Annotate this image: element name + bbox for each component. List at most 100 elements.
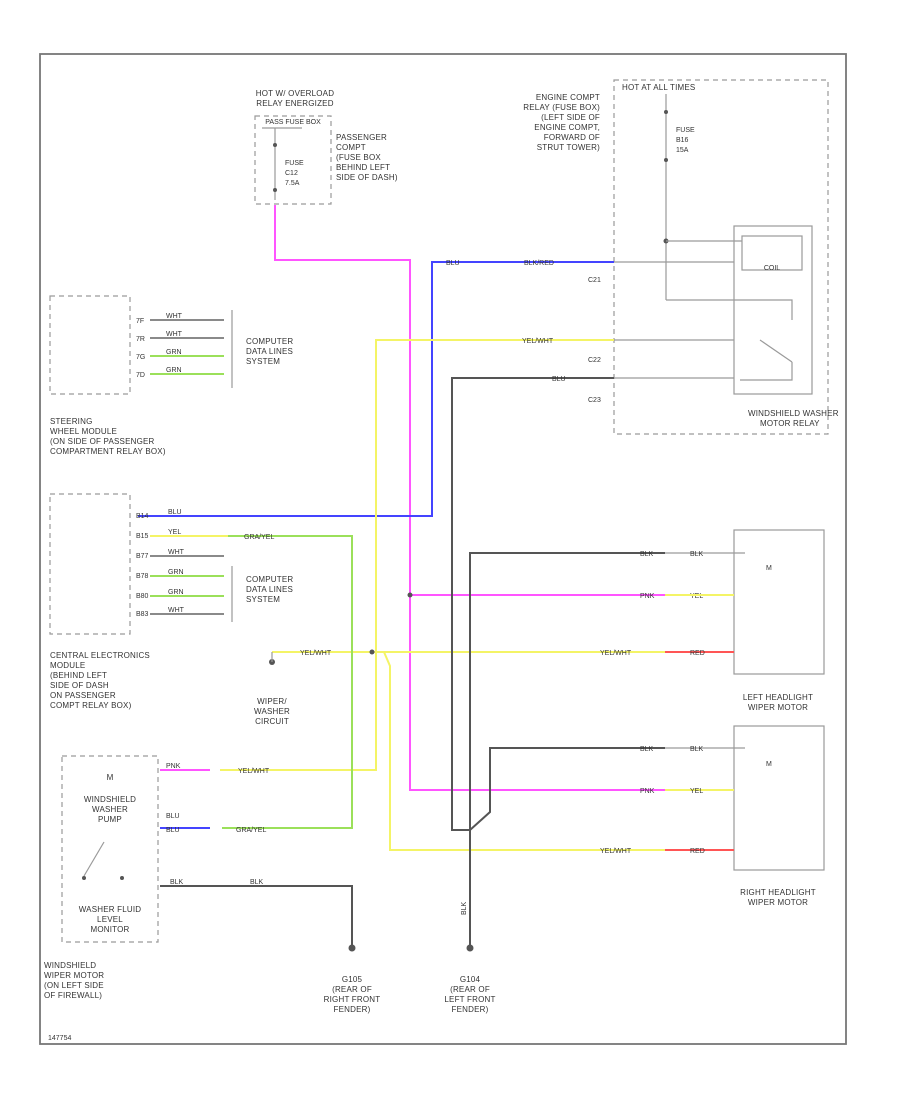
steering-module-wire-labels: WHT WHT GRN GRN [166, 313, 183, 374]
fluid-level-line-3: MONITOR [90, 925, 129, 934]
left-hl-out-black: BLK [690, 551, 704, 558]
blue-wire-label-left: BLU [446, 260, 460, 267]
hot-overload-label: HOT W/ OVERLOAD RELAY ENERGIZED [256, 89, 334, 108]
washer-pump-motor-symbol: M [107, 773, 114, 782]
sw-wire-label-3: GRN [166, 349, 182, 356]
engine-box-line-6: STRUT TOWER) [537, 143, 600, 152]
engine-relay-box-label: ENGINE COMPT RELAY (FUSE BOX) (LEFT SIDE… [523, 93, 600, 152]
engine-box-line-5: FORWARD OF [544, 133, 600, 142]
pump-black-wire [160, 885, 353, 948]
fuse-c12-contact-bottom [273, 188, 277, 192]
fuse-c12-contact-top [273, 143, 277, 147]
ground-g105-label: G105 (REAR OF RIGHT FRONT FENDER) [324, 975, 381, 1014]
left-headlight-motor-outline [733, 529, 825, 675]
cem-cdl-2: DATA LINES [246, 585, 293, 594]
cem-pin-6: B83 [136, 611, 149, 618]
cem-pins: B14 B15 B77 B78 B80 B83 [136, 513, 149, 618]
washer-relay-label-1: WINDSHIELD WASHER [748, 409, 839, 418]
pink-splice [407, 592, 413, 598]
left-hl-pink-label: PNK [640, 593, 655, 600]
ground-g105-point [348, 944, 356, 952]
sw-cdl-2: DATA LINES [246, 347, 293, 356]
conn-c22: C22 [588, 357, 601, 364]
washer-pump-label-1: WINDSHIELD [84, 795, 136, 804]
cem-pin-2: B15 [136, 533, 149, 540]
pump-pink-label: PNK [166, 763, 181, 770]
wiper-motor-label: WINDSHIELD WIPER MOTOR (ON LEFT SIDE OF … [44, 961, 104, 1000]
fuse-c12-line-2: C12 [285, 170, 298, 177]
g105-line-3: RIGHT FRONT [324, 995, 381, 1004]
right-headlight-label: RIGHT HEADLIGHT WIPER MOTOR [740, 888, 816, 907]
wiper-circuit-line-3: CIRCUIT [255, 717, 289, 726]
steering-module-outline [49, 295, 131, 395]
g104-line-4: FENDER) [452, 1005, 489, 1014]
fluid-level-switch [83, 841, 105, 877]
cem-outline [49, 493, 131, 635]
steering-module-label: STEERING WHEEL MODULE (ON SIDE OF PASSEN… [50, 417, 166, 456]
cem-label-1: CENTRAL ELECTRONICS [50, 651, 150, 660]
right-hl-label-2: WIPER MOTOR [748, 898, 808, 907]
left-hl-motor-symbol: M [766, 565, 772, 572]
footer-id: 147754 [48, 1035, 71, 1042]
engine-box-line-1: ENGINE COMPT [536, 93, 600, 102]
cem-label-5: ON PASSENGER [50, 691, 116, 700]
pass-fuse-loc-3: (FUSE BOX [336, 153, 381, 162]
fuse-c12-line-3: 7.5A [285, 180, 300, 187]
fuse-b16-contact-top [664, 110, 668, 114]
steering-module-pins: 7F 7R 7G 7D [136, 318, 145, 379]
black-relay-label: BLU [552, 376, 566, 383]
hot-overload-line-1: HOT W/ OVERLOAD [256, 89, 334, 98]
g104-line-2: (REAR OF [450, 985, 490, 994]
left-hl-label-2: WIPER MOTOR [748, 703, 808, 712]
blue-wire [138, 261, 614, 517]
blue-wire-label-right: BLK/RED [524, 260, 554, 267]
engine-box-line-4: ENGINE COMPT, [534, 123, 600, 132]
cem-pin-5: B80 [136, 593, 149, 600]
cem-computer-data-lines: COMPUTER DATA LINES SYSTEM [246, 575, 293, 604]
pass-fuse-panel-label: PASS FUSE BOX [265, 119, 321, 126]
cem-gra-yel-label: GRA/YEL [244, 534, 274, 541]
sw-label-1: STEERING [50, 417, 93, 426]
cem-label-3: (BEHIND LEFT [50, 671, 107, 680]
fuse-c12-line-1: FUSE [285, 160, 304, 167]
diagram-border [39, 53, 847, 1045]
pass-fuse-loc-5: SIDE OF DASH) [336, 173, 398, 182]
washer-relay-label-2: MOTOR RELAY [760, 419, 820, 428]
cem-wire-label-4: GRN [168, 569, 184, 576]
sw-label-3: (ON SIDE OF PASSENGER [50, 437, 155, 446]
cem-label: CENTRAL ELECTRONICS MODULE (BEHIND LEFT … [50, 651, 150, 710]
sw-cdl-1: COMPUTER [246, 337, 293, 346]
right-headlight-motor-outline [733, 725, 825, 871]
sw-label-2: WHEEL MODULE [50, 427, 117, 436]
washer-relay-coil-label: COIL [764, 265, 780, 272]
right-hl-black-label: BLK [640, 746, 654, 753]
fuse-b16-contact-bottom [664, 158, 668, 162]
hot-overload-line-2: RELAY ENERGIZED [256, 99, 333, 108]
pump-blue-label: BLU [166, 827, 180, 834]
engine-box-line-2: RELAY (FUSE BOX) [523, 103, 600, 112]
left-hl-yel-wht-label: YEL/WHT [600, 650, 632, 657]
fluid-level-line-2: LEVEL [97, 915, 123, 924]
wiper-motor-outline [61, 755, 159, 943]
right-hl-out-yel: YEL [690, 788, 703, 795]
relay-switch-return [740, 362, 793, 381]
left-hl-black-label: BLK [640, 551, 654, 558]
left-hl-label-1: LEFT HEADLIGHT [743, 693, 813, 702]
g105-line-1: G105 [342, 975, 363, 984]
left-headlight-label: LEFT HEADLIGHT WIPER MOTOR [743, 693, 813, 712]
ground-g104-label: G104 (REAR OF LEFT FRONT FENDER) [444, 975, 495, 1014]
washer-relay-coil-box [741, 235, 803, 271]
fluid-level-contact-2 [120, 876, 124, 880]
cem-cdl-3: SYSTEM [246, 595, 280, 604]
cem-pin-4: B78 [136, 573, 149, 580]
conn-c21: C21 [588, 277, 601, 284]
washer-relay-outline [733, 225, 813, 395]
yellow-white-wire [220, 339, 614, 771]
ground-g104-point [466, 944, 474, 952]
right-hl-label-1: RIGHT HEADLIGHT [740, 888, 816, 897]
fluid-level-label: WASHER FLUID LEVEL MONITOR [79, 905, 141, 934]
engine-box-line-3: (LEFT SIDE OF [541, 113, 600, 122]
pass-fuse-location-label: PASSENGER COMPT (FUSE BOX BEHIND LEFT SI… [336, 133, 398, 182]
fluid-level-contact-1 [82, 876, 86, 880]
gray-yellow-wire [222, 535, 353, 829]
